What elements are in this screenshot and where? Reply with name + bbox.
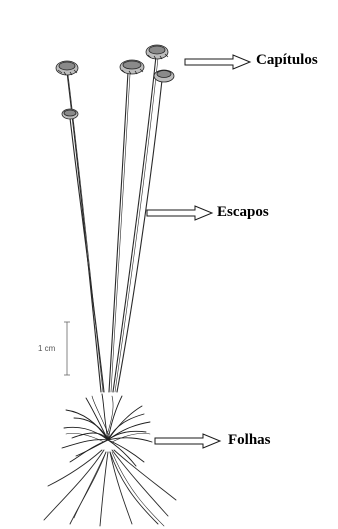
label-capitulos: Capítulos: [256, 52, 318, 69]
arrow-escapos: [147, 206, 212, 220]
scale-bar-label: 1 cm: [38, 344, 55, 353]
arrow-folhas: [155, 434, 220, 448]
capitulum-3: [120, 60, 144, 74]
leaf-rosette: [62, 394, 152, 466]
scape-2: [70, 118, 104, 392]
capitulum-2: [62, 109, 78, 119]
scape-5: [117, 80, 162, 392]
roots: [44, 450, 176, 526]
scale-bar: [64, 322, 70, 375]
scapes: [67, 56, 162, 392]
capitula: [56, 45, 174, 119]
label-folhas: Folhas: [228, 432, 271, 449]
capitulum-4: [146, 45, 168, 59]
label-escapos: Escapos: [217, 204, 269, 221]
capitulum-5: [154, 70, 174, 82]
capitulum-1: [56, 61, 78, 75]
arrow-capitulos: [185, 55, 250, 69]
